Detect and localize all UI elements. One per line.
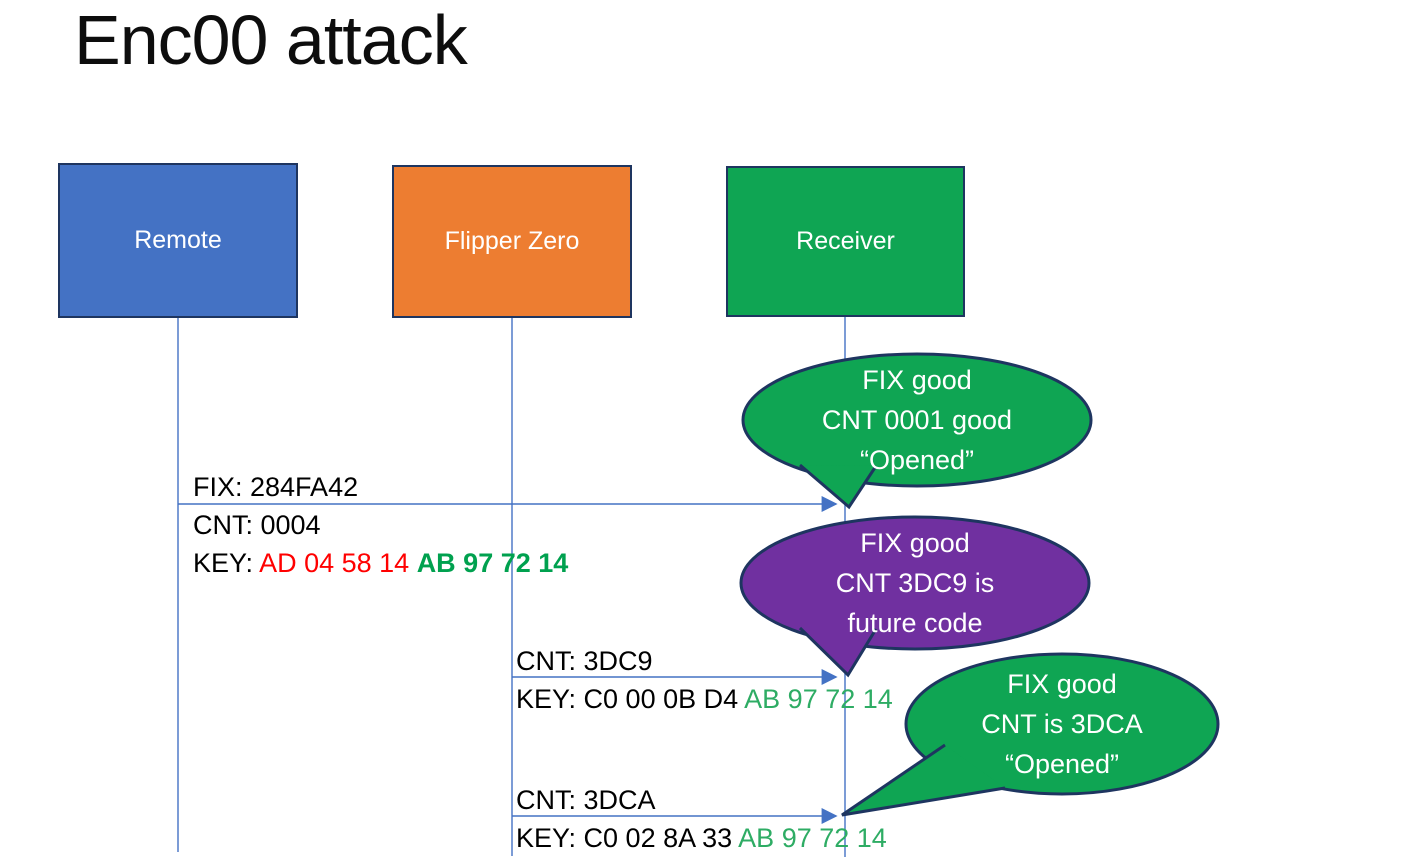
message-3-key-green-bytes: AB 97 72 14 (738, 823, 887, 853)
callout-1-text: FIX good CNT 0001 good “Opened” (747, 360, 1087, 480)
callout-bubble-3 (904, 652, 1220, 796)
callout-2-line-3: future code (847, 608, 983, 638)
actor-label-flipper-zero: Flipper Zero (444, 227, 580, 255)
callout-1-line-2: CNT 0001 good (821, 405, 1013, 435)
message-2-key-line: KEY: C0 00 0B D4 AB 97 72 14 (516, 684, 893, 714)
callout-3-line-2: CNT is 3DCA (981, 709, 1143, 739)
callout-bubble-2 (739, 515, 1091, 651)
message-1-key-green-bytes: AB 97 72 14 (416, 548, 569, 578)
callout-2-text: FIX good CNT 3DC9 is future code (745, 523, 1085, 643)
actor-label-remote: Remote (134, 226, 222, 254)
callout-tail-3 (841, 743, 1006, 817)
message-1-key-label: KEY: (193, 548, 260, 578)
callout-bubble-1 (741, 352, 1093, 488)
message-2-key-green-bytes: AB 97 72 14 (744, 684, 893, 714)
message-2-cnt-line: CNT: 3DC9 (516, 646, 653, 676)
message-3-key-label: KEY: C0 02 8A 33 (516, 823, 739, 853)
callout-2-line-1: FIX good (860, 528, 970, 558)
callout-3-line-3: “Opened” (1004, 749, 1120, 779)
callout-tail-2 (798, 626, 878, 678)
actor-box-remote: Remote (58, 163, 298, 318)
actor-box-receiver: Receiver (726, 166, 965, 317)
message-1-key-line: KEY: AD 04 58 14 AB 97 72 14 (193, 548, 568, 578)
callout-1-line-1: FIX good (862, 365, 972, 395)
message-3-key-line: KEY: C0 02 8A 33 AB 97 72 14 (516, 823, 887, 853)
message-1-fix-line: FIX: 284FA42 (193, 472, 359, 502)
callout-3-text: FIX good CNT is 3DCA “Opened” (902, 664, 1222, 784)
actor-label-receiver: Receiver (796, 227, 895, 255)
callout-2-line-2: CNT 3DC9 is (835, 568, 995, 598)
callout-tail-1 (799, 463, 878, 510)
slide-title: Enc00 attack (74, 1, 468, 79)
callout-1-line-3: “Opened” (859, 445, 975, 475)
message-1-cnt-line: CNT: 0004 (193, 510, 321, 540)
message-2-key-label: KEY: C0 00 0B D4 (516, 684, 745, 714)
message-3-cnt-line: CNT: 3DCA (516, 785, 656, 815)
actor-box-flipper-zero: Flipper Zero (392, 165, 632, 318)
callout-3-line-1: FIX good (1007, 669, 1117, 699)
message-1-key-red-bytes: AD 04 58 14 (259, 548, 417, 578)
